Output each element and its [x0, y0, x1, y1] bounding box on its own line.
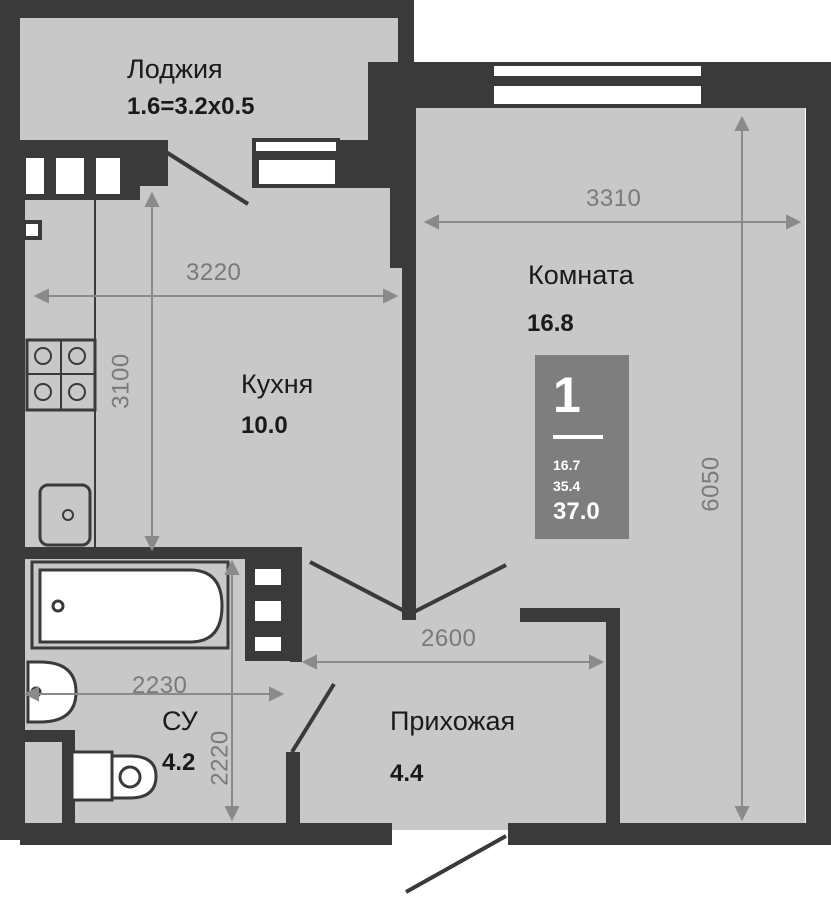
kitchen-name: Кухня [241, 369, 314, 399]
kitchen-counter [25, 200, 97, 548]
dim-kitchen-length: 3100 [107, 353, 135, 409]
badge-divider [553, 435, 603, 439]
living-area: 16.7 [553, 457, 581, 473]
loggia-floor [20, 15, 400, 140]
radiator-vents [20, 150, 140, 240]
bathroom-name: СУ [162, 706, 198, 736]
dim-hallway-width: 2600 [421, 625, 477, 652]
loggia-name: Лоджия [127, 54, 223, 84]
hallway-area: 4.4 [390, 760, 424, 787]
dimension-lines [23, 115, 802, 822]
dim-kitchen-width: 3220 [186, 259, 242, 286]
kitchen-area: 10.0 [241, 412, 288, 439]
toilet [70, 750, 158, 802]
bathroom-area: 4.2 [162, 749, 196, 776]
bath-shelves [245, 559, 291, 661]
total-area: 37.0 [553, 498, 600, 525]
doors [164, 150, 507, 894]
dim-room-length: 6050 [697, 456, 725, 512]
area-without-loggia: 35.4 [553, 478, 581, 494]
dim-room-width: 3310 [586, 185, 642, 212]
dim-bathroom-length: 2220 [206, 730, 234, 786]
kitchen-floor [20, 140, 400, 550]
room-area: 16.8 [527, 310, 574, 337]
bathtub [30, 560, 230, 650]
window-room [490, 62, 705, 108]
hallway-name: Прихожая [390, 706, 516, 736]
dim-bathroom-width: 2230 [132, 672, 188, 699]
hallway-floor [290, 550, 610, 830]
room-count: 1 [553, 367, 581, 423]
room-name: Комната [528, 260, 634, 290]
loggia-area: 1.6=3.2x0.5 [127, 93, 255, 120]
apartment-summary-badge: 1 16.7 35.4 37.0 [535, 355, 629, 539]
window-kitchen [252, 138, 340, 188]
